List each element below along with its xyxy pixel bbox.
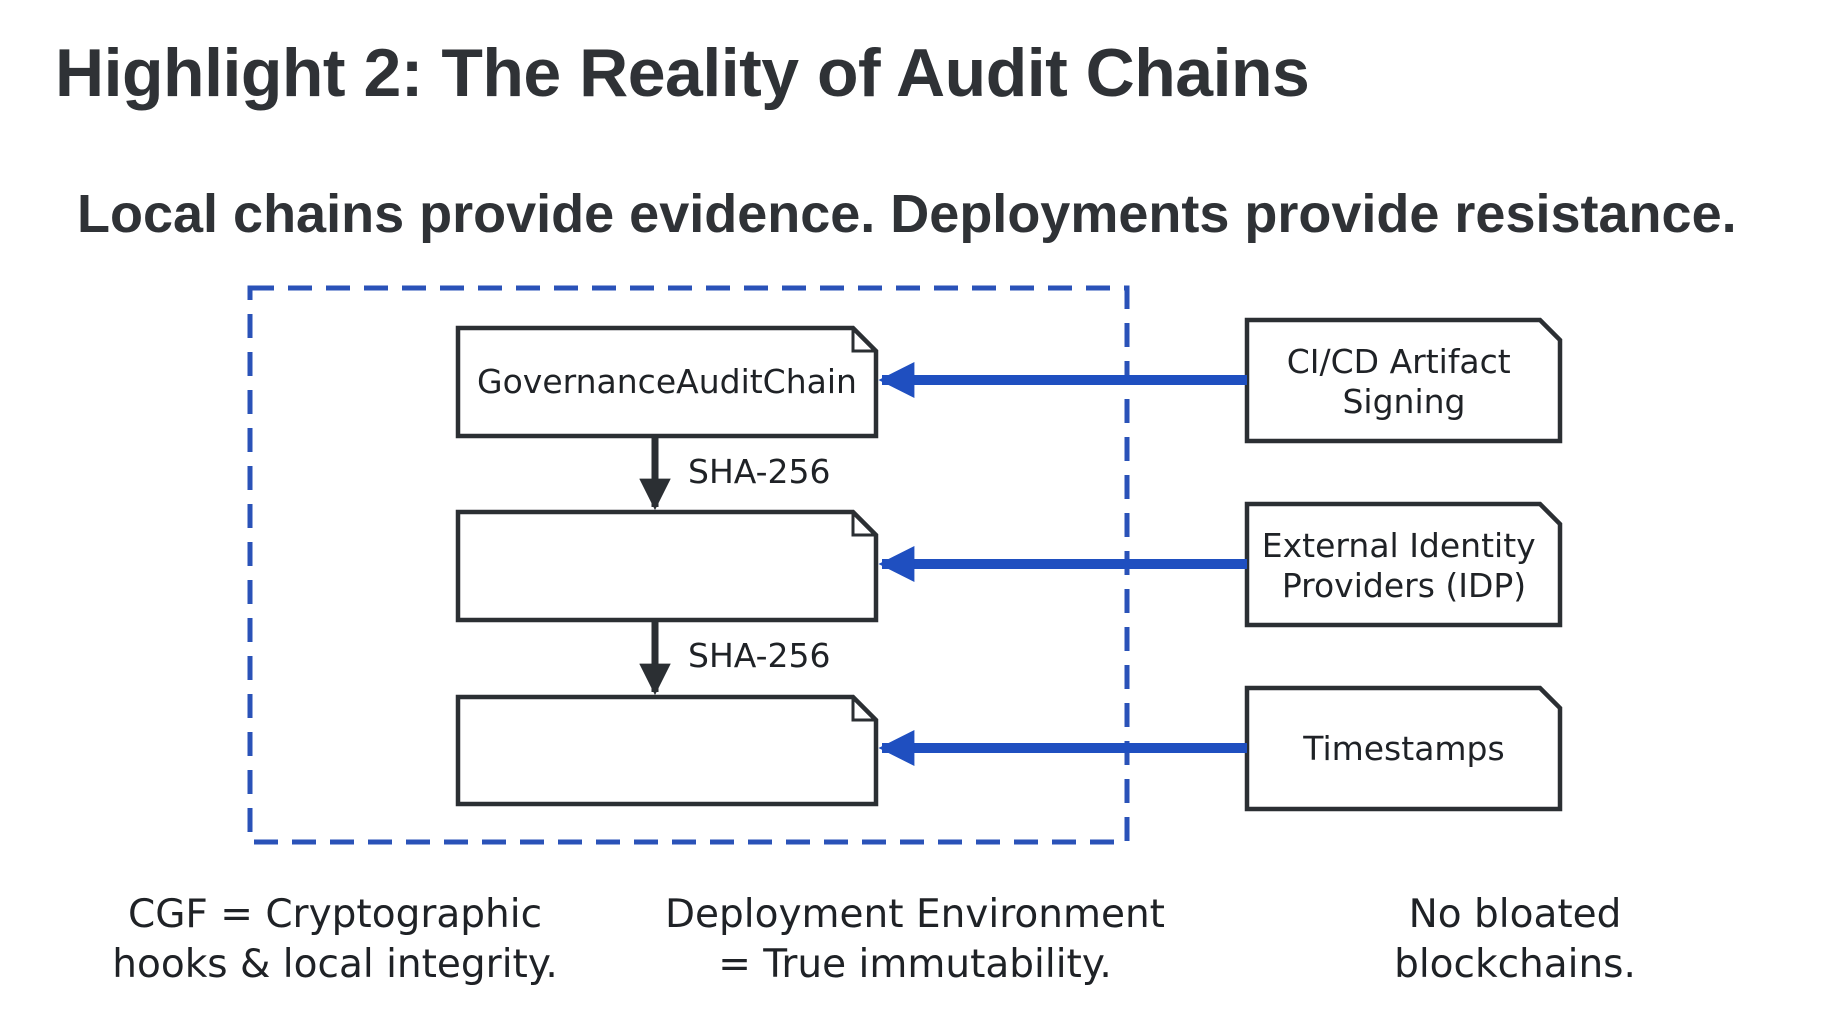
caption-cgf: CGF = Cryptographic hooks & local integr… — [112, 892, 558, 987]
external-node-label: Providers (IDP) — [1282, 566, 1526, 605]
page-title: Highlight 2: The Reality of Audit Chains — [55, 35, 1310, 111]
external-node-label: CI/CD Artifact — [1287, 342, 1511, 381]
chain-block-1: GovernanceAuditChain — [455, 325, 879, 439]
external-node-label: External Identity — [1262, 526, 1536, 565]
external-node-label: Timestamps — [1302, 729, 1504, 768]
svg-text:Timestamps: Timestamps — [1302, 729, 1504, 768]
external-node-idp: External Identity Providers (IDP) — [1244, 501, 1563, 628]
caption-no-blockchains: No bloated blockchains. — [1394, 892, 1636, 987]
page-subtitle: Local chains provide evidence. Deploymen… — [77, 184, 1737, 244]
chain-block-2 — [455, 509, 879, 623]
svg-text:CI/CD Artifact Signing: CI/CD Artifact Signing — [1287, 342, 1522, 421]
chain-block-label: GovernanceAuditChain — [477, 362, 857, 401]
caption-deployment: Deployment Environment = True immutabili… — [665, 892, 1165, 987]
chain-block-3 — [455, 694, 879, 807]
external-node-label: Signing — [1342, 382, 1465, 421]
hash-link-label-1: SHA-256 — [688, 452, 831, 491]
external-node-cicd: CI/CD Artifact Signing — [1244, 317, 1563, 444]
hash-link-label-2: SHA-256 — [688, 636, 831, 675]
svg-text:External Identity Provid: External Identity Providers (IDP) — [1262, 526, 1546, 605]
external-node-timestamps: Timestamps — [1244, 685, 1563, 812]
